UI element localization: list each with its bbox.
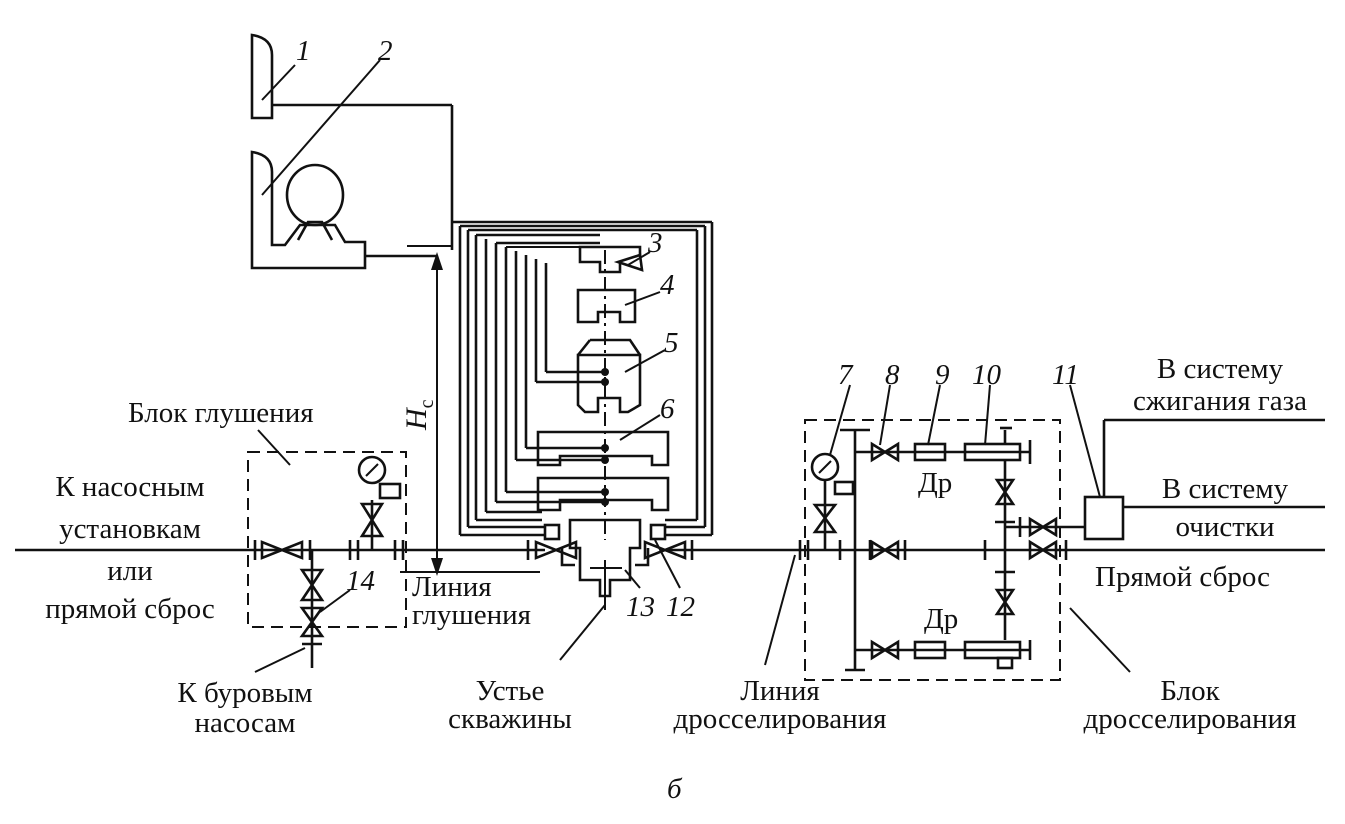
hydraulic-unit-2 (250, 150, 452, 270)
cleaning-line1: В систему (1161, 473, 1289, 505)
label-7: 7 (838, 359, 853, 391)
label-5: 5 (664, 327, 679, 359)
gas-flare-line2: сжигания газа (1133, 385, 1307, 417)
to-drill-pumps-line2: насосам (194, 707, 296, 739)
kill-line-line1: Линия (412, 571, 492, 603)
kill-line-line2: глушения (412, 599, 531, 631)
kill-block-label: Блок глушения (128, 397, 314, 429)
label-4: 4 (660, 269, 675, 301)
choke-line (643, 540, 1325, 560)
preventer-stack (536, 245, 670, 610)
height-dimension (400, 252, 540, 576)
leader-lines (254, 59, 1131, 673)
label-2: 2 (378, 35, 393, 67)
gas-separator (1083, 418, 1325, 541)
to-pump-units-line1: К насосным (55, 471, 205, 503)
figure-letter: б (667, 773, 682, 805)
label-11: 11 (1052, 359, 1079, 391)
to-pump-units-line2: установкам (59, 513, 201, 545)
control-panel-1 (250, 33, 454, 250)
choke-block-line1: Блок (1160, 675, 1220, 707)
choke-manifold (810, 426, 1085, 672)
label-10: 10 (972, 359, 1001, 391)
choke-block-line2: дросселирования (1083, 703, 1297, 735)
gas-flare-line1: В систему (1156, 353, 1284, 385)
choke-line-line1: Линия (740, 675, 820, 707)
hydraulic-lines (452, 220, 714, 537)
choke-upper-label: Др (918, 467, 953, 499)
label-12: 12 (666, 591, 695, 623)
wellhead-line1: Устье (475, 675, 545, 707)
choke-lower-label: Др (924, 603, 959, 635)
kill-block-frame (247, 451, 407, 628)
to-pump-units-line4: прямой сброс (45, 593, 215, 625)
choke-block-frame (804, 419, 1061, 681)
label-8: 8 (885, 359, 900, 391)
cleaning-line2: очистки (1175, 511, 1275, 543)
kill-line (15, 455, 578, 668)
choke-line-line2: дросселирования (673, 703, 887, 735)
to-pump-units-line3: или (107, 555, 153, 587)
to-drill-pumps-line1: К буровым (177, 677, 313, 709)
label-9: 9 (935, 359, 950, 391)
direct-discharge-label: Прямой сброс (1095, 561, 1270, 593)
height-label: Hc (400, 399, 438, 430)
label-1: 1 (296, 35, 311, 67)
wellhead-line2: скважины (448, 703, 572, 735)
label-3: 3 (648, 227, 663, 259)
label-6: 6 (660, 393, 675, 425)
label-14: 14 (346, 565, 375, 597)
label-13: 13 (626, 591, 655, 623)
